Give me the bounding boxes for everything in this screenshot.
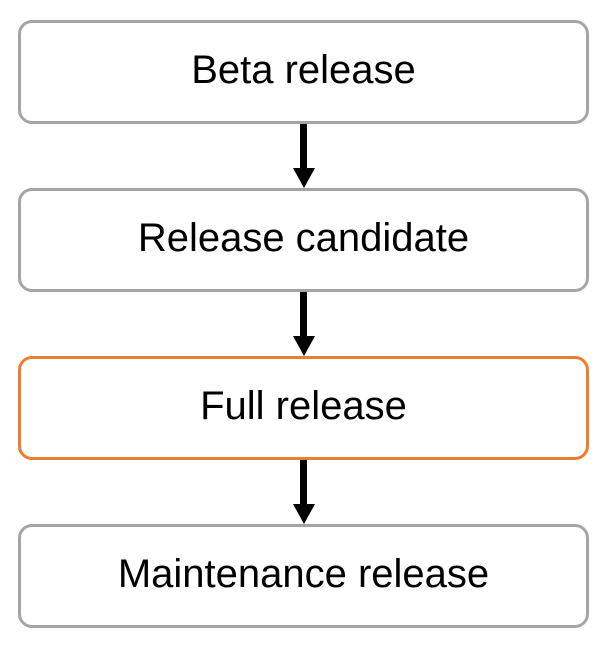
arrow-down-icon [18,124,589,188]
arrow-head [292,168,315,188]
flow-node-full-release: Full release [18,356,589,460]
flow-node-label: Beta release [191,48,416,92]
flow-node-label: Maintenance release [117,552,490,596]
arrow-down-icon [18,292,589,356]
flow-node-release-candidate: Release candidate [18,188,589,292]
flow-node-label: Release candidate [137,216,470,260]
arrow-shaft [300,292,307,336]
arrow-shaft [300,124,307,168]
flow-node-maintenance-release: Maintenance release [18,524,589,628]
flow-node-label: Full release [200,384,407,428]
arrow-shaft [300,460,307,504]
flow-node-beta-release: Beta release [18,20,589,124]
arrow-down-icon [18,460,589,524]
arrow-head [292,336,315,356]
arrow-head [292,504,315,524]
